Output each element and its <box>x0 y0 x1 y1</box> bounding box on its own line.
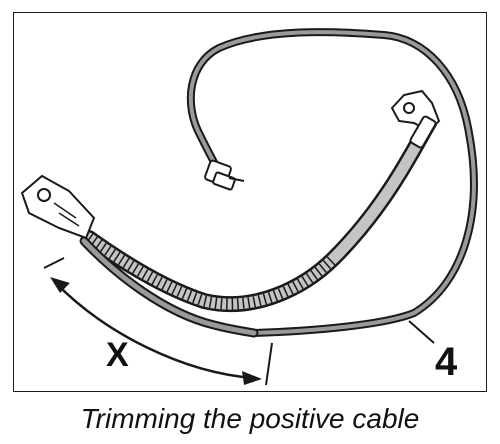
cut-mark <box>265 342 273 386</box>
figure-caption: Trimming the positive cable <box>80 403 420 434</box>
figure-frame: X 4 <box>13 12 487 392</box>
arrow-head-right <box>242 371 262 385</box>
callout-number: 4 <box>435 340 458 384</box>
arrow-head-left <box>50 277 70 293</box>
measurement-label: X <box>106 336 129 374</box>
cable-illustration <box>20 28 478 386</box>
callout-leader <box>408 320 435 344</box>
small-connector <box>204 159 245 191</box>
dimension-arc <box>55 282 255 380</box>
right-terminal <box>390 89 441 149</box>
left-terminal <box>20 174 96 240</box>
